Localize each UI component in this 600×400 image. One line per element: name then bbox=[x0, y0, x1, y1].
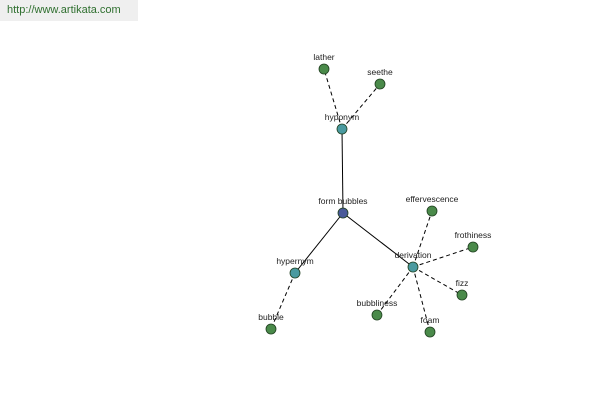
edge-derivation-frothiness bbox=[412, 246, 474, 268]
site-url-link[interactable]: http://www.artikata.com bbox=[0, 0, 138, 21]
node-frothiness-label: frothiness bbox=[455, 230, 492, 240]
node-fizz[interactable]: fizz bbox=[456, 278, 469, 301]
node-fizz-label: fizz bbox=[456, 278, 469, 288]
node-lather-label: lather bbox=[313, 52, 334, 62]
node-derivation[interactable]: derivation bbox=[395, 250, 432, 273]
node-lather[interactable]: lather bbox=[313, 52, 335, 75]
edge-hyponym-seethe bbox=[341, 83, 381, 130]
edge-derivation-fizz bbox=[412, 266, 463, 296]
edge-form-bubbles-hypernym bbox=[294, 212, 344, 274]
node-seethe-dot[interactable] bbox=[374, 78, 386, 90]
edge-hyponym-lather bbox=[323, 68, 343, 130]
node-foam-dot[interactable] bbox=[424, 326, 436, 338]
node-hyponym-label: hyponym bbox=[325, 112, 360, 122]
node-effervescence-dot[interactable] bbox=[426, 205, 438, 217]
node-form-bubbles-dot[interactable] bbox=[337, 207, 349, 219]
node-layer: form bubbles hyponym hypernym derivation lat… bbox=[258, 52, 492, 338]
edge-derivation-bubbliness bbox=[376, 266, 414, 316]
node-hyponym[interactable]: hyponym bbox=[325, 112, 360, 135]
node-foam[interactable]: foam bbox=[421, 315, 440, 338]
node-bubbliness[interactable]: bubbliness bbox=[357, 298, 398, 321]
node-fizz-dot[interactable] bbox=[456, 289, 468, 301]
node-form-bubbles-label: form bubbles bbox=[318, 196, 367, 206]
edge-form-bubbles-derivation bbox=[342, 212, 414, 268]
node-bubble-label: bubble bbox=[258, 312, 284, 322]
node-derivation-dot[interactable] bbox=[407, 261, 419, 273]
node-seethe-label: seethe bbox=[367, 67, 393, 77]
node-bubbliness-dot[interactable] bbox=[371, 309, 383, 321]
node-form-bubbles[interactable]: form bubbles bbox=[318, 196, 368, 219]
node-hypernym[interactable]: hypernym bbox=[276, 256, 314, 279]
edge-hypernym-bubble bbox=[270, 272, 296, 330]
node-hypernym-dot[interactable] bbox=[289, 267, 301, 279]
node-frothiness-dot[interactable] bbox=[467, 241, 479, 253]
node-bubbliness-label: bubbliness bbox=[357, 298, 398, 308]
edge-layer bbox=[270, 68, 474, 333]
node-effervescence[interactable]: effervescence bbox=[406, 194, 459, 217]
node-frothiness[interactable]: frothiness bbox=[455, 230, 492, 253]
node-effervescence-label: effervescence bbox=[406, 194, 459, 204]
node-hyponym-dot[interactable] bbox=[336, 123, 348, 135]
node-hypernym-label: hypernym bbox=[276, 256, 313, 266]
node-bubble-dot[interactable] bbox=[265, 323, 277, 335]
node-foam-label: foam bbox=[421, 315, 440, 325]
node-derivation-label: derivation bbox=[395, 250, 432, 260]
node-bubble[interactable]: bubble bbox=[258, 312, 284, 335]
node-seethe[interactable]: seethe bbox=[367, 67, 393, 90]
node-lather-dot[interactable] bbox=[318, 63, 330, 75]
edge-derivation-effervescence bbox=[412, 210, 433, 268]
edge-form-bubbles-hyponym bbox=[341, 128, 344, 214]
